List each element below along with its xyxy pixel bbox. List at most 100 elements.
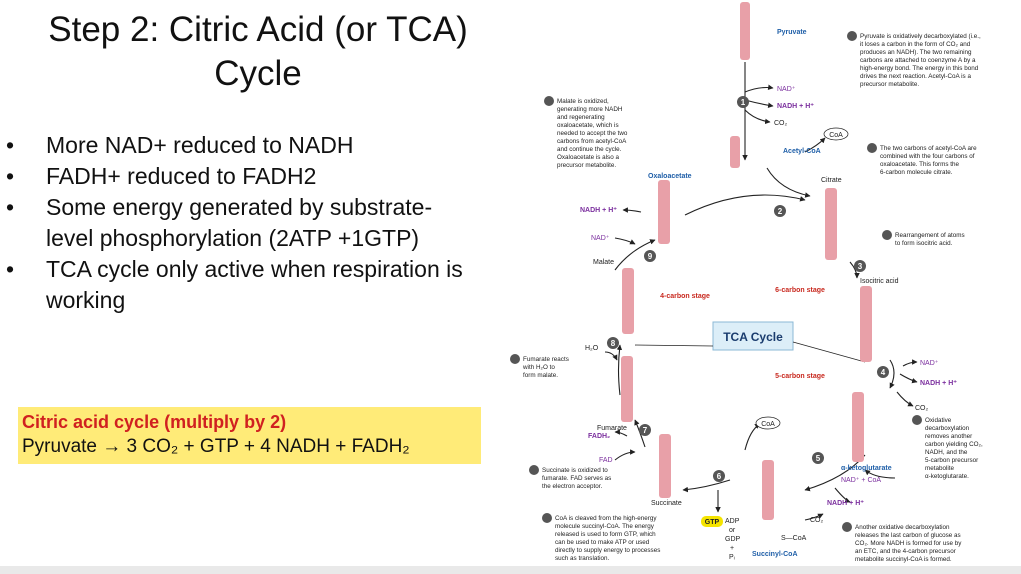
region-label-4carbon: 4-carbon stage (660, 293, 710, 300)
pyruvate-name: Pyruvate (777, 29, 807, 36)
arrow-co2-5 (804, 513, 824, 521)
step-number-1: 1 (741, 98, 746, 107)
plus-label: + (730, 545, 734, 552)
malate-backbone (622, 268, 634, 334)
isocitric-name: Isocitric acid (860, 278, 899, 285)
acetylcoa-backbone (730, 136, 740, 168)
step-desc-1: Pyruvate is oxidatively decarboxylated (… (860, 33, 981, 88)
bullet-text-cont: working (46, 287, 126, 313)
step-number-4: 4 (881, 368, 886, 377)
citrate-backbone (825, 188, 837, 260)
oxaloacetate-name: Oxaloacetate (648, 173, 692, 180)
pointer-line (792, 341, 866, 363)
arrow-malate-to-oxaloacetate (614, 239, 656, 271)
step-desc-4-line: NADH, and the (925, 449, 968, 456)
step-desc-circle-5 (842, 522, 852, 532)
nad-label-4: NAD⁺ (920, 360, 939, 367)
step-number-5: 5 (816, 454, 821, 463)
arrow-nadh-5 (834, 487, 851, 503)
bullet-item: • TCA cycle only active when respiration … (6, 254, 526, 316)
fadh2-label: FADH₂ (588, 433, 610, 440)
bullet-text: FADH+ reduced to FADH2 (46, 163, 317, 189)
bullet-text: Some energy generated by substrate- (46, 194, 433, 220)
step-number-7: 7 (643, 426, 648, 435)
tca-cycle-diagram: TCA Cycle 4-carbon stage 6-carbon stage … (510, 2, 983, 563)
step-desc-5-line: metabolite succinyl-CoA is formed. (855, 556, 952, 563)
succinylcoa-backbone (762, 460, 774, 520)
step-desc-2-line: 6-carbon molecule citrate. (880, 169, 953, 176)
region-label-5carbon: 5-carbon stage (775, 373, 825, 380)
step-desc-7-line: fumarate. FAD serves as (542, 475, 611, 482)
gtp-highlight (701, 516, 723, 527)
step-desc-9-line: and regenerating (557, 114, 605, 121)
step-desc-6-line: released is used to form GTP, which (555, 531, 656, 538)
summary-title: Citric acid cycle (multiply by 2) (22, 412, 287, 432)
step-desc-1-line: drives the next reaction. Acetyl-CoA is … (860, 73, 971, 80)
step-desc-1-line: produces an NADH). The two remaining (860, 49, 972, 56)
step-desc-circle-9 (544, 96, 554, 106)
citrate-name: Citrate (821, 177, 842, 184)
or-label: or (729, 527, 736, 534)
step-desc-1-line: high-energy bond. The energy in this bon… (860, 65, 979, 72)
step-circle-1 (737, 96, 749, 108)
summary-box: Citric acid cycle (multiply by 2) Pyruva… (18, 407, 481, 464)
step-desc-9-line: and continue the cycle. (557, 146, 622, 153)
step-desc-9-line: carbons from acetyl-CoA (557, 138, 627, 145)
step-desc-1-line: precursor metabolite. (860, 81, 919, 88)
step-desc-4-line: removes another (925, 433, 972, 440)
co2-label-5: CO₂ (810, 517, 824, 524)
step-desc-4-line: 5-carbon precursor (925, 457, 978, 464)
step-desc-1-line: it loses a carbon in the form of CO₂ and (860, 41, 971, 48)
step-desc-7-line: the electron acceptor. (542, 483, 602, 490)
arrow-nad-4 (902, 359, 918, 367)
arrow-acetylcoa-to-citrate (766, 167, 811, 198)
slide-title-line2: Cycle (214, 54, 302, 93)
step-desc-1-line: carbons are attached to coenzyme A by a (860, 57, 976, 64)
nad-label-1: NAD⁺ (777, 86, 796, 93)
step-desc-circle-1 (847, 31, 857, 41)
step-desc-9-line: Malate is oxidized, (557, 98, 609, 105)
bullet-text-cont: level phosphorylation (2ATP +1GTP) (46, 225, 420, 251)
bullet-text: More NAD+ reduced to NADH (46, 132, 354, 158)
coa-label-6: CoA (761, 421, 775, 428)
bullet-item: •FADH+ reduced to FADH2 (6, 161, 526, 192)
arrow-nadh-9 (622, 207, 642, 213)
cofactor-labels: NAD⁺ NADH + H⁺ CO₂ CoA NADH + H⁺ NAD⁺ NA… (580, 86, 957, 561)
bullet-dot: • (6, 256, 15, 282)
step-desc-circle-8 (510, 354, 520, 364)
step-circle-5 (812, 452, 824, 464)
step-desc-2-line: combined with the four carbons of (880, 153, 975, 160)
slide-title-line1: Step 2: Citric Acid (or TCA) (48, 10, 468, 49)
gdp-label: GDP (725, 536, 741, 543)
step-desc-circle-3 (882, 230, 892, 240)
step-desc-circle-7 (529, 465, 539, 475)
region-labels: 4-carbon stage 6-carbon stage 5-carbon s… (660, 287, 825, 380)
step-descriptions: Pyruvate is oxidatively decarboxylated (… (510, 31, 983, 563)
step-desc-8-line: Fumarate reacts (523, 356, 569, 363)
adp-label: ADP (725, 518, 740, 525)
step-desc-6-line: CoA is cleaved from the high-energy (555, 515, 657, 522)
tca-center: TCA Cycle (634, 321, 866, 363)
bullet-text: TCA cycle only active when respiration i… (46, 256, 463, 282)
arrow-h2o-in (604, 351, 618, 361)
step-desc-5-line: Another oxidative decarboxylation (855, 524, 950, 531)
bullet-item: •More NAD+ reduced to NADH (6, 130, 526, 161)
arrow-citrate-to-isocitrate (849, 261, 860, 279)
slide-bottom-bar (0, 566, 1021, 574)
step-circle-3 (854, 260, 866, 272)
step-desc-1-line: Pyruvate is oxidatively decarboxylated (… (860, 33, 981, 40)
nadh-label-4: NADH + H⁺ (920, 380, 957, 387)
oxaloacetate-backbone (658, 180, 670, 244)
pyruvate-backbone (740, 2, 750, 60)
arrow-coa-out-2 (804, 137, 826, 153)
h2o-label: H₂O (585, 345, 599, 352)
coa-oval-2 (823, 127, 849, 141)
step-number-9: 9 (648, 252, 653, 261)
arrow-isocitrate-to-akg (889, 359, 895, 389)
